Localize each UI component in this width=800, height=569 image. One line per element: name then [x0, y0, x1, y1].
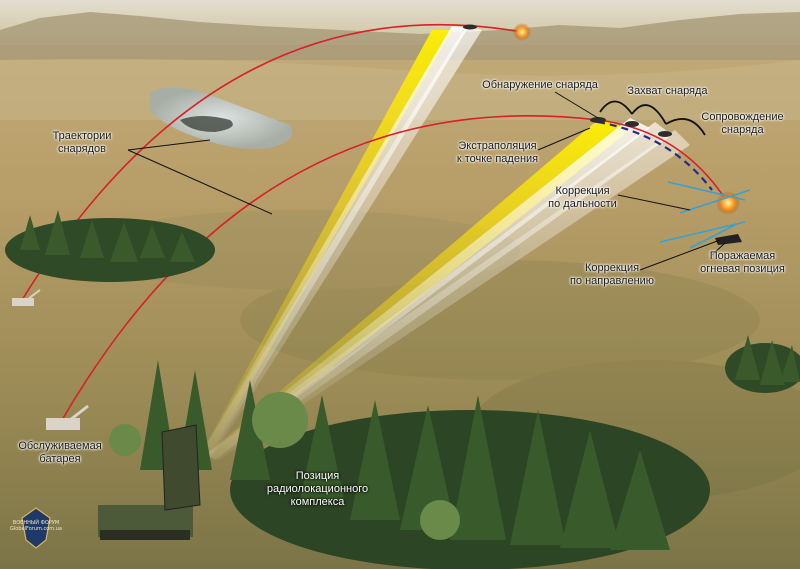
correction-lines: [659, 181, 751, 249]
capture-bracket-1: [599, 100, 633, 115]
projectile-capture: [625, 121, 639, 127]
watermark-text: ВОЕННЫЙ ФОРУМ GlobalForum.com.ua: [6, 520, 66, 532]
beam-upper-white-2: [200, 26, 482, 458]
battery-vehicle-lower: [46, 404, 89, 430]
projectile-tracking: [658, 131, 672, 137]
forest-left: [5, 210, 215, 282]
label-detection: Обнаружение снаряда: [482, 79, 598, 91]
tracking-bracket: [665, 118, 706, 136]
trajectory-lower: [61, 115, 727, 421]
radar-vehicle: [98, 424, 201, 540]
projectiles: [463, 24, 672, 137]
distant-hills: [0, 12, 800, 60]
watermark-line1: ВОЕННЫЙ ФОРУМ: [12, 520, 60, 526]
trajectory-upper: [21, 24, 523, 301]
forest-foreground: [109, 360, 710, 569]
label-capture: Захват снаряда: [627, 85, 708, 97]
target-vehicle: [715, 234, 742, 245]
watermark-line2: GlobalForum.com.ua: [10, 526, 62, 532]
radar-beams: [200, 26, 690, 460]
watermark-emblem: [21, 507, 51, 549]
projectile-upper: [463, 24, 477, 30]
projectile-detection: [590, 117, 606, 123]
battery-vehicle-upper: [12, 289, 41, 306]
explosion-upper: [513, 23, 531, 41]
extrapolation-path: [597, 120, 713, 191]
lake-island: [180, 116, 233, 132]
capture-bracket-2: [631, 104, 667, 125]
beam-lower-white-3: [205, 130, 690, 460]
forest-right: [725, 335, 800, 393]
leader-lines: [127, 91, 726, 271]
